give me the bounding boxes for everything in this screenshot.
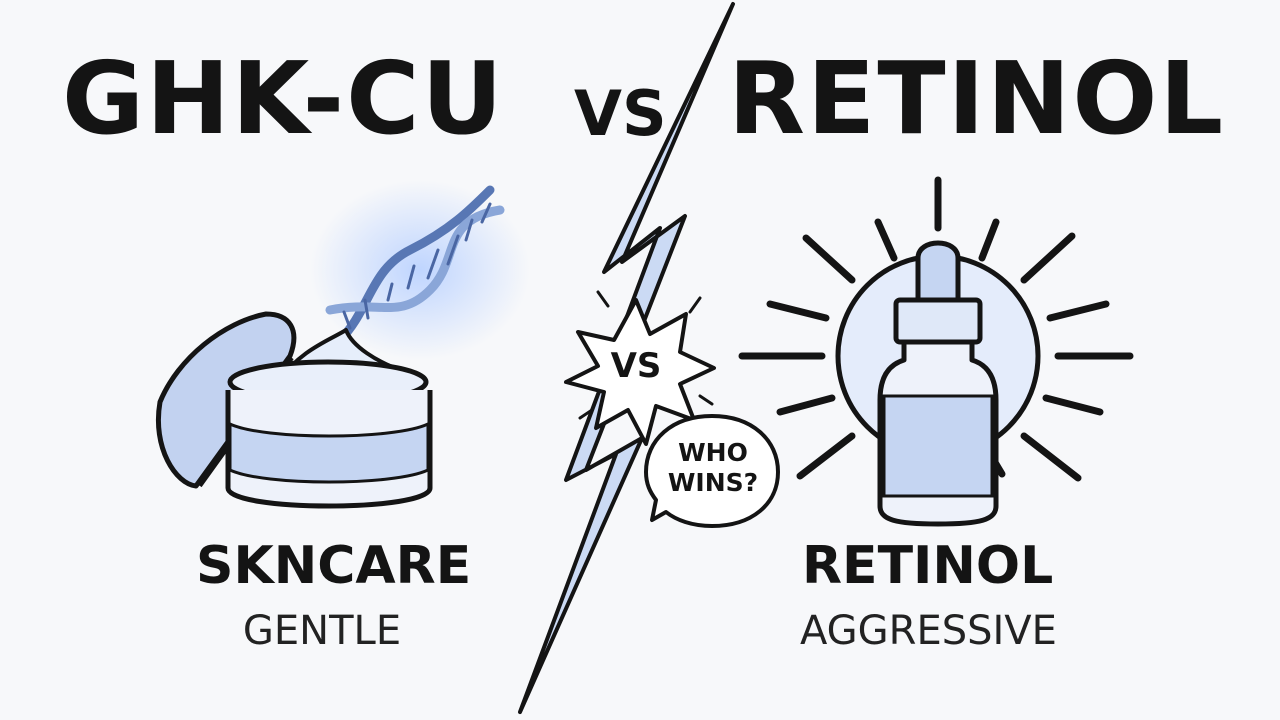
serum-dropper-bottle-icon — [738, 176, 1134, 527]
title-right: RETINOL — [728, 40, 1226, 157]
right-sublabel: AGGRESSIVE — [800, 608, 1057, 654]
title-vs: VS — [574, 77, 667, 150]
left-sublabel: GENTLE — [242, 608, 402, 654]
left-label: SKNCARE — [196, 536, 472, 596]
cream-jar-with-dna-icon — [156, 180, 530, 509]
vs-burst-icon — [564, 290, 716, 446]
speech-bubble-line-2: WINS? — [667, 468, 759, 497]
speech-bubble-line-1: WHO — [678, 438, 748, 467]
title-left: GHK-CU — [62, 40, 505, 157]
speech-bubble-icon — [644, 414, 780, 528]
speech-bubble-text: WHO WINS? — [652, 438, 774, 498]
burst-vs-text: VS — [610, 346, 662, 386]
right-label: RETINOL — [802, 536, 1054, 596]
